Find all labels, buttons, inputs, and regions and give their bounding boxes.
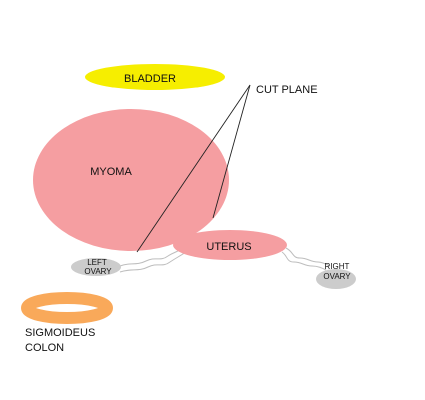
myoma-label: MYOMA (90, 166, 132, 178)
right-tube (281, 247, 331, 271)
bladder-label: BLADDER (124, 73, 176, 85)
cut-plane-line-left (136, 84, 251, 253)
sigmoid-colon-label-line1: SIGMOIDEUS (25, 327, 95, 339)
left-ovary-shape (71, 258, 121, 276)
myoma-shape (33, 109, 229, 251)
sigmoid-colon-label-line2: COLON (25, 342, 64, 354)
uterus-label: UTERUS (206, 241, 251, 253)
left-ovary-label-line1: LEFT (87, 258, 107, 267)
right-ovary-label-line2: OVARY (323, 272, 351, 281)
left-tube (119, 247, 187, 273)
cut-plane-label: CUT PLANE (256, 84, 318, 96)
bladder-shape (85, 64, 225, 90)
right-ovary-label-line1: RIGHT (325, 262, 350, 271)
left-ovary-label-line2: OVARY (84, 267, 112, 276)
sigmoid-colon-ring (21, 292, 113, 324)
cut-plane-line-right (212, 84, 251, 219)
uterus-shape (173, 230, 287, 260)
right-ovary-shape (316, 269, 356, 289)
